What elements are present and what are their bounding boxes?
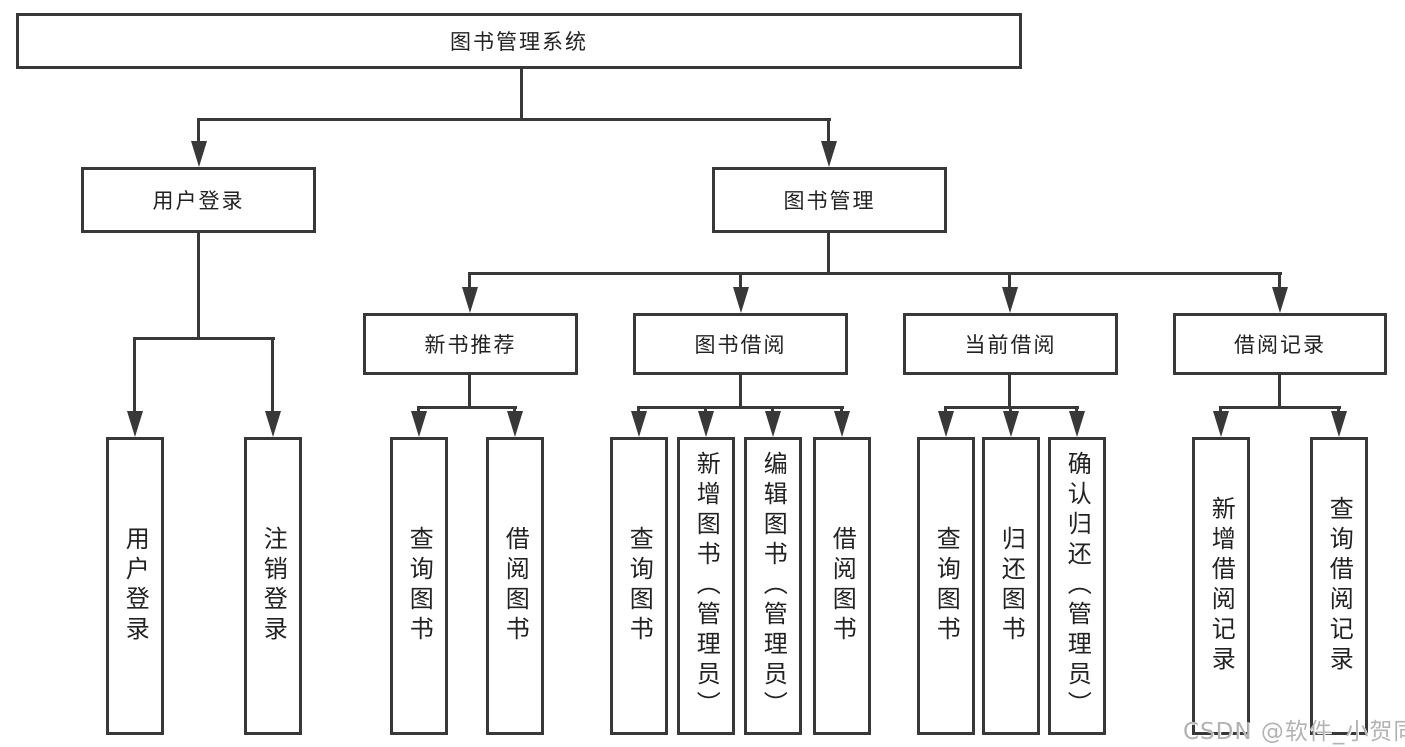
arrowhead-bb-borrow (834, 411, 850, 437)
leaf-nb-query-book: 查询图书 (390, 437, 448, 735)
arrowhead-current-borrow (1002, 287, 1018, 313)
leaf-nb-borrow-book: 借阅图书 (486, 437, 544, 735)
arrowhead-cb-return (1003, 411, 1019, 437)
arrowhead-br-query (1331, 411, 1347, 437)
arrowhead-user-login (191, 141, 207, 167)
arrowhead-bb-query (631, 411, 647, 437)
node-new-book-recommend: 新书推荐 (363, 313, 578, 375)
leaf-cb-query-book: 查询图书 (917, 437, 975, 735)
edge-to-cb-return (1009, 406, 1012, 413)
arrowhead-new-book (462, 287, 478, 313)
edge-borrow-record-split (1219, 406, 1341, 409)
edge-to-cb-confirm (1075, 406, 1078, 413)
edge-to-book-management (827, 118, 830, 143)
edge-user-login-split (133, 337, 275, 340)
leaf-br-add-record: 新增借阅记录 (1192, 437, 1250, 735)
arrowhead-br-add (1213, 411, 1229, 437)
leaf-nb-query-book-label: 查询图书 (405, 526, 434, 646)
edge-to-br-query (1337, 406, 1340, 413)
leaf-logout-label: 注销登录 (259, 526, 288, 646)
node-borrow-record: 借阅记录 (1173, 313, 1387, 375)
leaf-cb-confirm-return-admin: 确认归还（管理员） (1048, 437, 1106, 735)
leaf-br-add-record-label: 新增借阅记录 (1207, 496, 1236, 676)
edge-new-book-down (468, 375, 471, 406)
node-book-management: 图书管理 (712, 167, 947, 233)
leaf-br-query-record: 查询借阅记录 (1310, 437, 1368, 735)
edge-to-leaf-logout (271, 337, 274, 413)
leaf-logout: 注销登录 (244, 437, 302, 735)
leaf-cb-confirm-return-admin-label: 确认归还（管理员） (1063, 451, 1092, 721)
edge-borrow-record-down (1278, 375, 1281, 406)
node-root: 图书管理系统 (16, 13, 1022, 69)
edge-to-book-borrow (739, 272, 742, 289)
leaf-bb-edit-book-admin-label: 编辑图书（管理员） (759, 451, 788, 721)
edge-current-borrow-down (1008, 375, 1011, 406)
edge-root-down (520, 69, 523, 118)
leaf-cb-return-book: 归还图书 (982, 437, 1040, 735)
edge-to-bb-add (704, 406, 707, 413)
arrowhead-cb-confirm (1069, 411, 1085, 437)
edge-to-br-add (1219, 406, 1222, 413)
leaf-bb-query-book-label: 查询图书 (625, 526, 654, 646)
edge-to-user-login (197, 118, 200, 143)
arrowhead-leaf-user-login (127, 411, 143, 437)
edge-to-leaf-user-login (133, 337, 136, 413)
leaf-bb-edit-book-admin: 编辑图书（管理员） (744, 437, 802, 735)
node-user-login: 用户登录 (81, 167, 316, 233)
arrowhead-book-management (821, 141, 837, 167)
arrowhead-bb-add (698, 411, 714, 437)
csdn-watermark: CSDN @软件_小贺同学 (1183, 719, 1405, 745)
arrowhead-book-borrow (733, 287, 749, 313)
leaf-bb-query-book: 查询图书 (610, 437, 668, 735)
edge-to-bb-borrow (840, 406, 843, 413)
leaf-bb-add-book-admin: 新增图书（管理员） (677, 437, 735, 735)
arrowhead-borrow-record (1272, 287, 1288, 313)
leaf-cb-query-book-label: 查询图书 (932, 526, 961, 646)
edge-to-nb-query (417, 406, 420, 413)
leaf-br-query-record-label: 查询借阅记录 (1325, 496, 1354, 676)
leaf-bb-borrow-book: 借阅图书 (813, 437, 871, 735)
leaf-bb-borrow-book-label: 借阅图书 (828, 526, 857, 646)
edge-root-split (197, 118, 831, 121)
arrowhead-cb-query (938, 411, 954, 437)
leaf-cb-return-book-label: 归还图书 (997, 526, 1026, 646)
edge-book-borrow-split (637, 406, 844, 409)
edge-to-borrow-record (1278, 272, 1281, 289)
edge-book-management-down (827, 233, 830, 272)
arrowhead-nb-query (411, 411, 427, 437)
edge-book-management-split (468, 272, 1282, 275)
edge-to-bb-edit (771, 406, 774, 413)
leaf-user-login-label: 用户登录 (121, 526, 150, 646)
edge-to-bb-query (637, 406, 640, 413)
arrowhead-nb-borrow (507, 411, 523, 437)
leaf-bb-add-book-admin-label: 新增图书（管理员） (692, 451, 721, 721)
leaf-user-login: 用户登录 (106, 437, 164, 735)
node-current-borrow: 当前借阅 (903, 313, 1118, 375)
edge-book-borrow-down (739, 375, 742, 406)
leaf-nb-borrow-book-label: 借阅图书 (501, 526, 530, 646)
edge-to-nb-borrow (513, 406, 516, 413)
node-book-borrow: 图书借阅 (633, 313, 848, 375)
edge-user-login-down (197, 233, 200, 337)
edge-new-book-split (417, 406, 517, 409)
edge-to-cb-query (944, 406, 947, 413)
arrowhead-leaf-logout (265, 411, 281, 437)
edge-to-current-borrow (1008, 272, 1011, 289)
arrowhead-bb-edit (765, 411, 781, 437)
edge-to-new-book (468, 272, 471, 289)
